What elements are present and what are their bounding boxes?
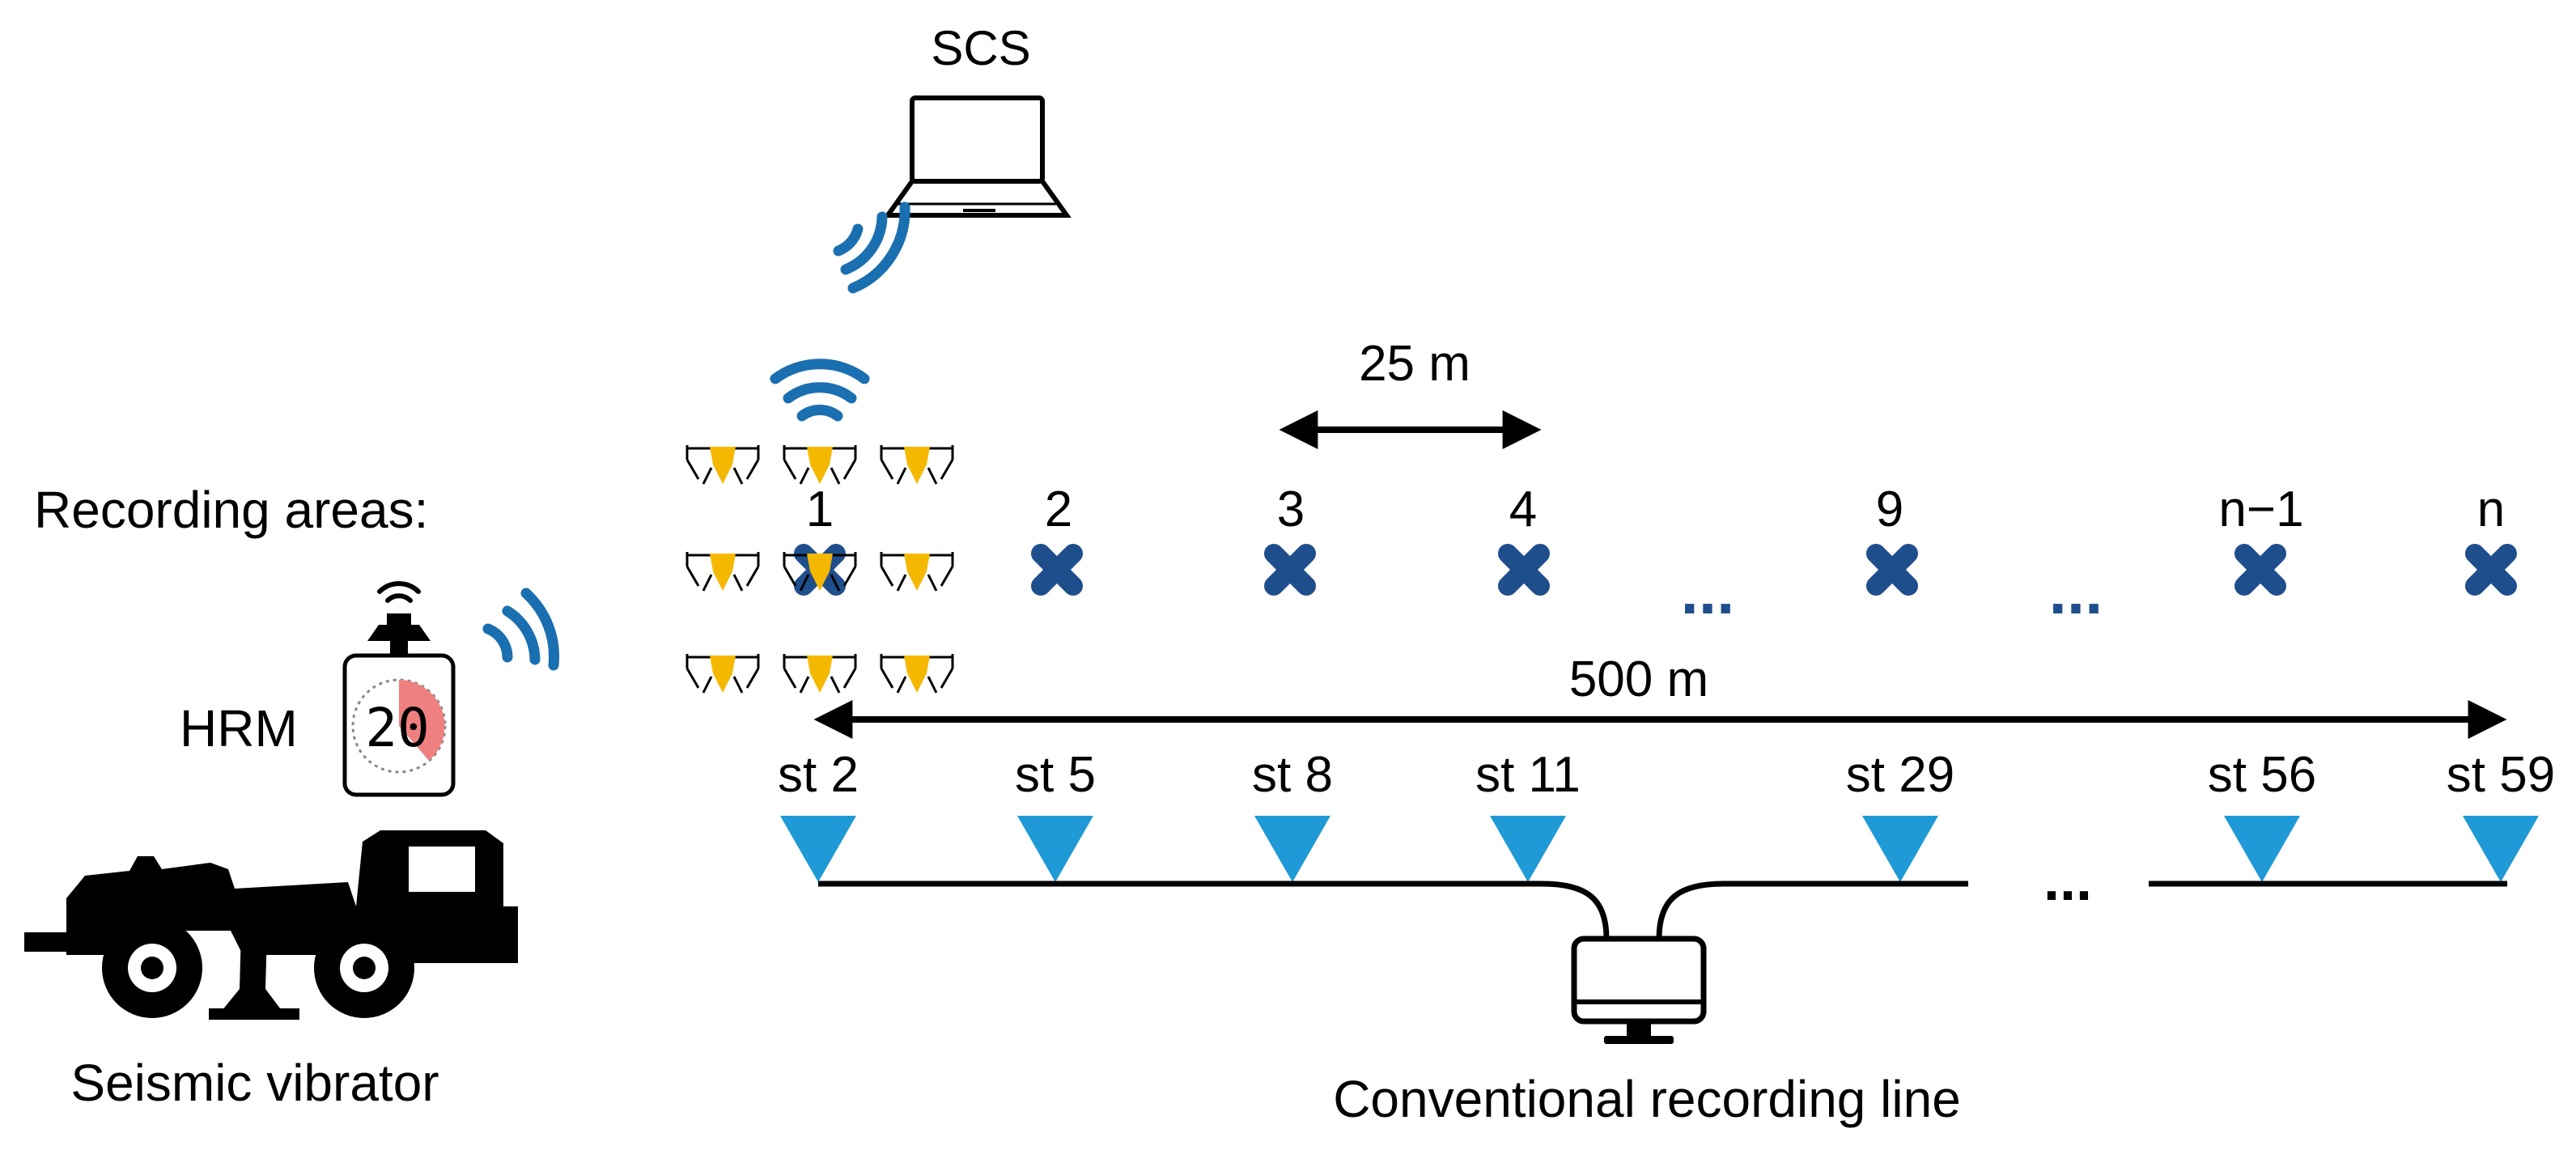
area-label-4: 4	[1509, 482, 1537, 537]
spacing-label: 25 m	[1359, 336, 1470, 392]
hrm-display: 20	[365, 697, 429, 759]
triangle-station-icon	[780, 816, 856, 882]
drone-grid	[685, 445, 954, 694]
triangle-station-icon	[1017, 816, 1093, 882]
triangle-station-icon	[1490, 816, 1566, 882]
drone-icon	[783, 445, 857, 485]
area-label-3: 3	[1277, 482, 1305, 537]
line-length-label: 500 m	[1569, 651, 1708, 707]
triangle-station-icon	[1862, 816, 1938, 882]
station-label: st 59	[2447, 747, 2555, 803]
station-label: st 2	[778, 747, 859, 803]
hrm-device-icon: 20	[342, 581, 456, 797]
station-labels: st 2 st 5 st 8 st 11 st 29 st 56 st 59	[778, 747, 2555, 803]
area-label-2: 2	[1045, 482, 1072, 537]
area-labels: 1 2 3 4 9 n−1 n	[806, 482, 2505, 537]
drone-icon	[880, 654, 954, 694]
x-marker-icon	[2465, 544, 2517, 596]
station-label: st 8	[1252, 747, 1333, 803]
scs-label: SCS	[931, 21, 1030, 75]
drone-icon	[685, 445, 760, 485]
hrm-label: HRM	[180, 699, 298, 757]
ellipsis-upper-2: ...	[2049, 555, 2103, 627]
station-label: st 5	[1015, 747, 1096, 803]
x-marker-icon	[1866, 544, 1918, 596]
area-label-n: n	[2477, 482, 2505, 537]
triangle-station-icon	[1254, 816, 1330, 882]
area-label-n-minus-1: n−1	[2218, 482, 2303, 537]
conventional-line-label: Conventional recording line	[1333, 1070, 1961, 1128]
x-marker-icon	[1498, 544, 1550, 596]
drone-icon	[783, 552, 857, 592]
ellipsis-lower: ...	[2043, 848, 2092, 913]
triangle-station-icon	[2463, 816, 2539, 882]
drone-icon	[880, 445, 954, 485]
laptop-icon	[883, 95, 1072, 218]
source-label: Seismic vibrator	[70, 1054, 439, 1112]
area-label-1: 1	[806, 482, 834, 537]
area-wifi-icon	[770, 359, 870, 422]
station-label: st 56	[2208, 747, 2316, 803]
drone-icon	[880, 552, 954, 592]
hrm-wifi-icon	[482, 588, 560, 671]
stations	[780, 816, 2539, 882]
station-label: st 29	[1846, 747, 1954, 803]
drone-icon	[685, 552, 760, 592]
x-marker-icon	[2234, 544, 2286, 596]
laptop-wifi-icon	[833, 202, 910, 294]
x-marker-icon	[1264, 544, 1316, 596]
recording-cable	[818, 881, 2507, 940]
recording-areas-label: Recording areas:	[34, 481, 428, 539]
monitor-icon	[1571, 936, 1707, 1044]
triangle-station-icon	[2224, 816, 2300, 882]
x-marker-icon	[1031, 544, 1083, 596]
drone-icon	[685, 654, 760, 694]
area-label-9: 9	[1876, 482, 1903, 537]
area-markers	[794, 544, 2517, 596]
vibrator-truck-icon	[24, 830, 518, 1020]
ellipsis-upper-1: ...	[1681, 555, 1735, 627]
drone-icon	[783, 654, 857, 694]
station-label: st 11	[1475, 747, 1581, 803]
